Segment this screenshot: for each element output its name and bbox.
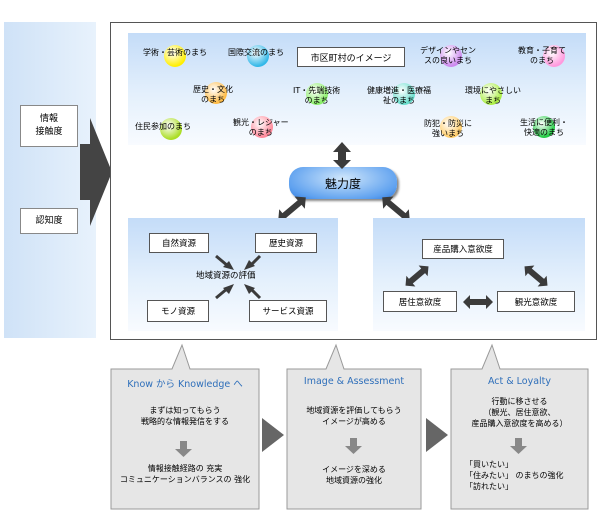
image-dot <box>543 45 565 67</box>
resource-natural: 自然資源 <box>149 233 209 253</box>
image-label: 健康増進・医療福 祉のまち <box>367 86 431 105</box>
image-label: デザインやセン スの良いまち <box>420 46 476 65</box>
image-dot <box>480 83 502 105</box>
info-contact-box: 情報 接触度 <box>20 105 78 147</box>
image-label: 住民参加のまち <box>135 122 191 131</box>
callout-image-text2: イメージを深める 地域資源の強化 <box>322 465 386 485</box>
resource-service: サービス資源 <box>249 300 327 322</box>
intent-arrows <box>405 265 548 309</box>
image-label: 歴史・文化 のまち <box>193 85 233 104</box>
callout-image-text1: 地域資源を評価してもらう イメージが高める <box>306 406 402 426</box>
image-dot <box>440 116 462 138</box>
callout-act-text2: 「買いたい」 「住みたい」 のまちの強化 「訪れたい」 <box>465 460 564 491</box>
callout-image: Image & Assessment 地域資源を評価してもらう イメージが高める… <box>287 369 421 509</box>
image-dot <box>164 45 186 67</box>
right-arrow-icon <box>80 118 112 226</box>
attractiveness-label: 魅力度 <box>324 176 361 191</box>
image-dot <box>306 83 328 105</box>
resource-arrows <box>215 254 262 300</box>
image-dot <box>393 83 415 105</box>
callout-image-title: Image & Assessment <box>303 376 405 387</box>
image-label: IT・先端技術 のまち <box>293 86 341 105</box>
resource-history: 歴史資源 <box>255 233 317 253</box>
city-image-title: 市区町村のイメージ <box>297 47 405 67</box>
image-label: 防犯・防災に 強いまち <box>424 119 472 138</box>
image-label: 観光・レジャー のまち <box>233 118 289 137</box>
callout-act: Act & Loyalty 行動に移させる （観光、居住意欲、 産品購入意欲度を… <box>451 369 588 509</box>
intent-purchase: 産品購入意欲度 <box>422 239 504 259</box>
image-dot <box>247 45 269 67</box>
image-label: 学術・芸術のまち <box>143 48 207 57</box>
callout-act-text1: 行動に移させる （観光、居住意欲、 産品購入意欲度を高める） <box>471 397 568 428</box>
awareness-box: 認知度 <box>20 208 78 234</box>
resource-goods: モノ資源 <box>147 300 209 322</box>
intent-residence: 居住意欲度 <box>383 291 457 312</box>
awareness-label: 認知度 <box>35 215 63 226</box>
intent-panel <box>373 218 585 331</box>
callout-know-text1: まずは知ってもらう 戦略的な情報発信をする <box>141 406 229 426</box>
image-dot <box>251 116 273 138</box>
attractiveness-node: 魅力度 <box>289 167 397 199</box>
image-dot <box>205 82 227 104</box>
info-contact-label: 情報 接触度 <box>35 114 63 137</box>
image-label: 国際交流のまち <box>228 48 284 57</box>
image-dot <box>533 116 555 138</box>
image-label: 教育・子育て のまち <box>518 46 566 65</box>
callout-know-title: Know から Knowledge へ <box>127 379 243 390</box>
callout-act-title: Act & Loyalty <box>487 376 552 387</box>
callout-know-text2: 情報接触経路の 充実 コミュニケーションバランスの 強化 <box>119 464 251 484</box>
image-dot <box>160 118 182 140</box>
resource-eval-label: 地域資源の評価 <box>196 271 256 281</box>
image-label: 環境にやさしい まち <box>465 86 521 105</box>
image-label: 生活に便利・ 快適のまち <box>520 118 568 137</box>
callout-know: Know から Knowledge へ まずは知ってもらう 戦略的な情報発信をす… <box>111 369 259 509</box>
intent-tourism: 観光意欲度 <box>497 291 575 312</box>
image-dot <box>440 45 462 67</box>
